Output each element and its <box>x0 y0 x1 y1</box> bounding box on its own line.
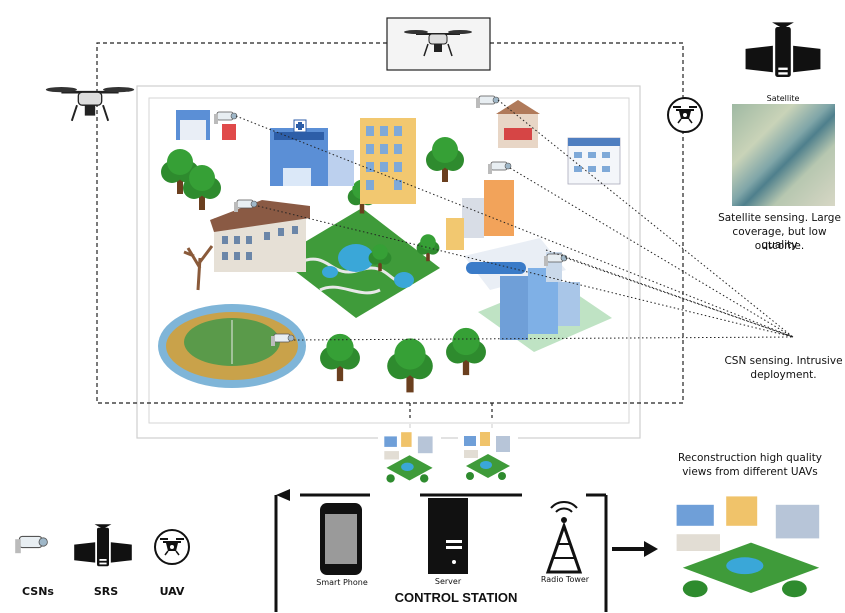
legend-srs-label: SRS <box>93 585 119 598</box>
radio-tower-label: Radio Tower <box>540 575 590 584</box>
legend-uav-label: UAV <box>159 585 185 598</box>
reconstruction-caption-2: views from different UAVs <box>682 466 818 478</box>
satellite-caption-1: Satellite sensing. Large <box>718 212 841 224</box>
legend-csn-label: CSNs <box>22 585 54 598</box>
csn-caption-1: CSN sensing. Intrusive <box>724 355 843 367</box>
satellite-image <box>732 104 835 206</box>
smartphone-label: Smart Phone <box>316 578 368 587</box>
satellite-label: Satellite <box>766 94 800 103</box>
csn-caption-2: deployment. <box>750 369 817 381</box>
satellite-caption-2: coverage, but low quality <box>732 226 827 251</box>
server-label: Server <box>434 577 462 586</box>
reconstruction-caption-1: Reconstruction high quality <box>677 452 823 464</box>
satellite-caption-3: outcome. <box>754 240 805 252</box>
control-station-title: CONTROL STATION <box>394 590 518 605</box>
